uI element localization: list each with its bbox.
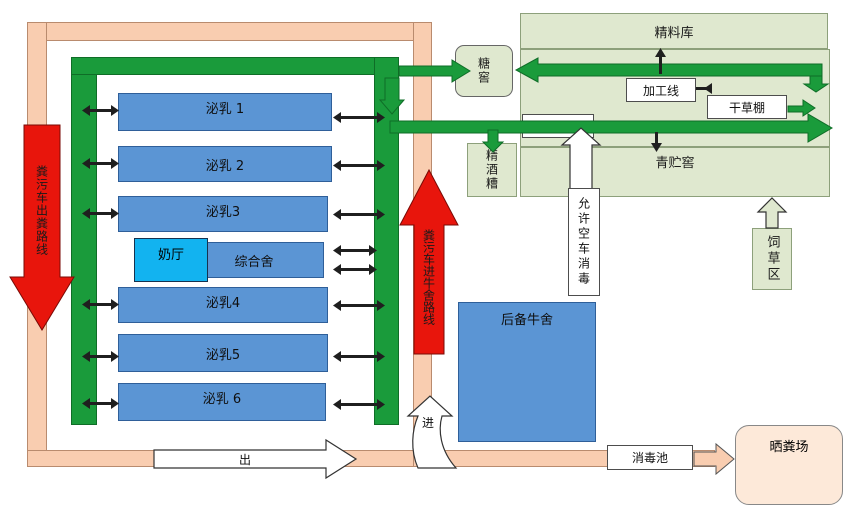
stall-1-label: 泌乳 1 bbox=[205, 102, 245, 117]
stall-2-label: 泌乳 2 bbox=[205, 158, 245, 174]
stall-arrows-right bbox=[333, 112, 385, 410]
manure-out-route-label: 粪污车出粪路线 bbox=[34, 164, 49, 256]
stall-1: 泌乳 1 bbox=[118, 93, 332, 131]
hay-shed-box: 干草棚 bbox=[707, 95, 787, 119]
exit-arrow bbox=[153, 438, 358, 480]
forage-area: 饲草区 bbox=[752, 228, 792, 290]
manure-out-label-box: 粪污车出粪路线 bbox=[28, 140, 56, 280]
stall-arrows-left bbox=[82, 105, 119, 409]
stall-4: 泌乳4 bbox=[118, 287, 328, 323]
enter-label-box: 进 bbox=[416, 414, 440, 430]
feed-small-arrows bbox=[651, 48, 712, 152]
hay-shed-arrow bbox=[787, 99, 816, 117]
distillers-tank: 精酒糟 bbox=[467, 143, 517, 197]
feed-store-label: 精料库 bbox=[654, 25, 694, 41]
manure-in-arrow bbox=[399, 168, 459, 355]
forage-area-label: 饲草区 bbox=[764, 235, 780, 283]
hay-shed-label: 干草棚 bbox=[728, 100, 765, 115]
stall-4-label: 泌乳4 bbox=[205, 296, 241, 311]
stall-3-label: 泌乳3 bbox=[205, 205, 241, 220]
enter-arrow bbox=[406, 395, 458, 469]
forage-arrow bbox=[756, 197, 788, 229]
processing-line-box: 加工线 bbox=[626, 78, 696, 102]
enter-label: 进 bbox=[421, 415, 434, 430]
composite-shed-label: 综合舍 bbox=[234, 254, 274, 270]
stall-2: 泌乳 2 bbox=[118, 146, 332, 182]
disinfect-bottom-label: 消毒池 bbox=[631, 451, 668, 465]
stall-6: 泌乳 6 bbox=[118, 383, 326, 421]
reserve-shed: 后备牛舍 bbox=[458, 302, 596, 442]
allowed-car-label: 允许空车消毒 bbox=[576, 197, 591, 287]
exit-label: 出 bbox=[238, 452, 251, 467]
silage-label: 青贮窖 bbox=[655, 156, 695, 171]
stall-5: 泌乳5 bbox=[118, 334, 328, 372]
drying-yard-label: 晒粪场 bbox=[769, 440, 809, 455]
to-drying-yard-arrow bbox=[693, 442, 735, 476]
sugar-cellar-label: 糖窖 bbox=[476, 57, 491, 85]
drying-yard: 晒粪场 bbox=[735, 425, 843, 505]
milk-hall-label: 奶厅 bbox=[157, 248, 184, 263]
distillers-tank-label: 精酒糟 bbox=[484, 149, 499, 191]
reserve-shed-label: 后备牛舍 bbox=[500, 313, 553, 328]
manure-in-label-box: 粪污车进牛舍路线 bbox=[416, 200, 442, 354]
manure-out-arrow bbox=[9, 124, 75, 331]
processing-line-label: 加工线 bbox=[642, 83, 679, 98]
allowed-car-box: 允许空车消毒 bbox=[568, 188, 600, 296]
exit-label-box: 出 bbox=[225, 451, 265, 467]
disinfect-bottom-box: 消毒池 bbox=[607, 445, 693, 470]
disinfect-car-arrow bbox=[560, 127, 602, 191]
stall-6-label: 泌乳 6 bbox=[202, 392, 242, 407]
manure-in-route-label: 粪污车进牛舍路线 bbox=[421, 229, 436, 325]
feed-store: 精料库 bbox=[520, 13, 828, 49]
stall-5-label: 泌乳5 bbox=[205, 347, 241, 363]
green-path-left bbox=[71, 57, 97, 425]
milk-hall: 奶厅 bbox=[134, 238, 208, 282]
feed-arrows bbox=[378, 57, 833, 153]
stall-3: 泌乳3 bbox=[118, 196, 328, 232]
sugar-cellar: 糖窖 bbox=[455, 45, 513, 97]
